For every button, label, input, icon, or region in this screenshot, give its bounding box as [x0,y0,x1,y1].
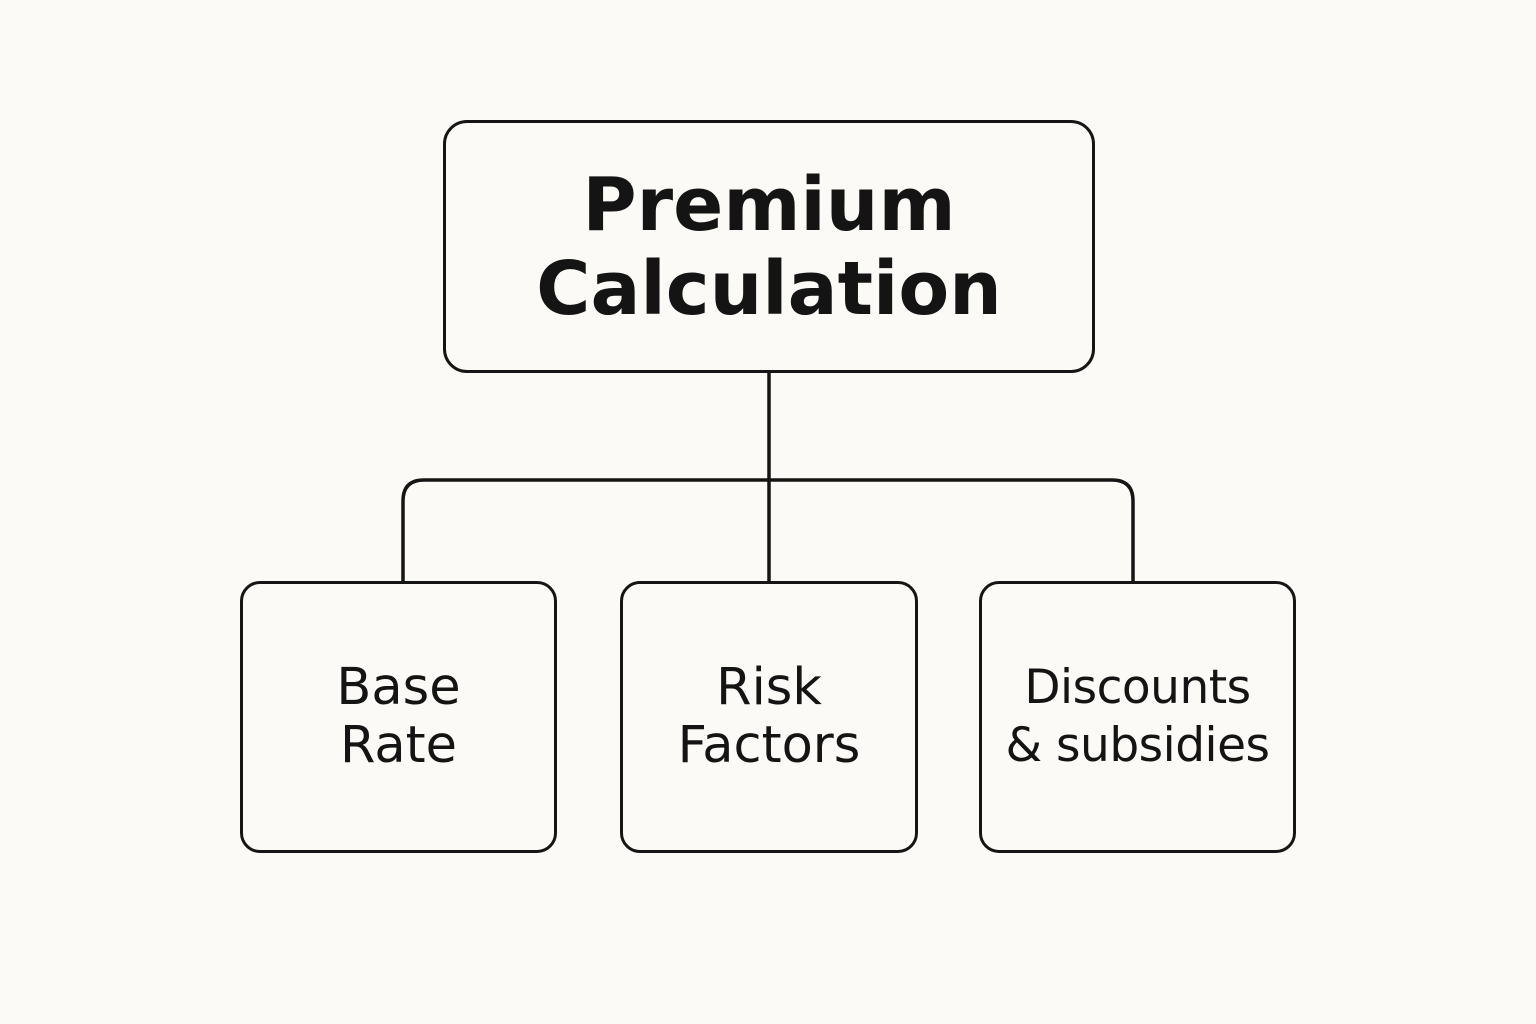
root-node-label-line-2: Calculation [536,245,1002,332]
base-rate-label-line-2: Rate [340,716,457,775]
discounts-label-line-2: & subsidies [1005,718,1270,773]
risk-factors-label-line-2: Factors [677,716,861,775]
connector-bus-to-discounts [769,478,1135,581]
root-node-label-line-1: Premium [582,161,956,248]
risk-factors-label-line-1: Risk [716,658,822,717]
discounts-label-line-1: Discounts [1024,660,1251,715]
child-node-discounts-subsidies: Discounts & subsidies [979,581,1296,853]
child-node-risk-factors: Risk Factors [620,581,918,853]
root-node-premium-calculation: Premium Calculation [443,120,1095,373]
connector-bus-to-base [401,478,769,581]
child-node-base-rate: Base Rate [240,581,557,853]
base-rate-label-line-1: Base [336,658,461,717]
